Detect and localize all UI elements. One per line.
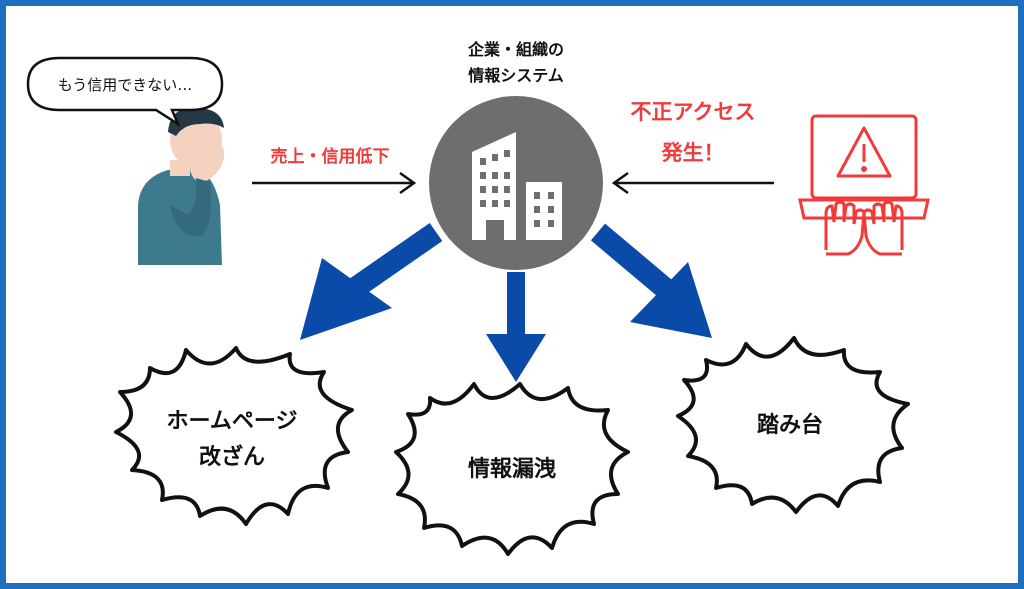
thick-arrow-left [300,222,443,340]
thick-arrow-right [590,223,712,338]
person-arm [170,178,211,237]
right-thin-arrow [611,171,774,195]
system-title-line1: 企業・組織の [467,40,564,59]
speech-bubble: もう信用できない… [26,56,224,128]
office-building-icon [472,132,562,240]
person-hair [168,107,224,136]
laptop-warning-icon [798,114,930,256]
thick-arrow-center [486,272,546,382]
outcome-center-line1: 情報漏洩 [468,456,556,482]
right-arrow-label-line1: 不正アクセス [631,100,756,124]
outcome-left-line2: 改ざん [199,444,265,470]
outcome-left-line1: ホームページ [167,409,298,434]
left-thin-arrow [252,171,417,195]
person-hand [190,137,225,182]
speech-bubble-text: もう信用できない… [58,76,193,94]
distressed-person-icon [138,107,225,265]
outcome-right-line1: 踏み台 [757,412,823,438]
right-arrow-label-line2: 発生！ [661,141,725,165]
system-node [429,96,603,270]
outcome-burst-left: ホームページ 改ざん [114,346,354,526]
system-title-line2: 情報システム [468,66,564,85]
outcome-burst-right: 踏み台 [676,336,910,514]
left-arrow-label: 売上・信用低下 [271,146,390,167]
outcome-burst-center: 情報漏洩 [394,382,630,556]
